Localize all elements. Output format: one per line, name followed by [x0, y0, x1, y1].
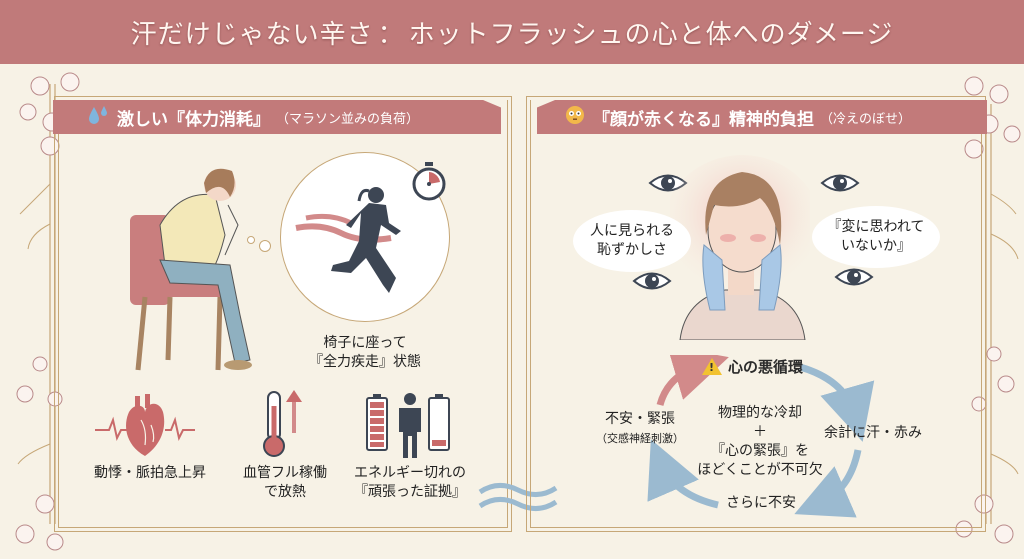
cycle-node-more-anxiety: さらに不安 — [706, 494, 816, 513]
eye-icon — [632, 272, 672, 290]
cycle-node-bottom-text: さらに不安 — [726, 495, 796, 511]
page-title: 汗だけじゃない辛さ：ホットフラッシュの心と体へのダメージ — [131, 14, 894, 51]
thought-bubble — [280, 152, 450, 322]
flushed-face-icon — [565, 105, 585, 130]
panel-mental-burden: 『顔が赤くなる』精神的負担 （冷えのぼせ） — [526, 96, 987, 532]
cycle-center-line1: 物理的な冷却 — [718, 405, 802, 421]
seated-tired-woman-illustration — [130, 168, 252, 371]
cycle-center-plus: ＋ — [753, 424, 767, 440]
cycle-node-anxiety-tension: 不安・緊張 （交感神経刺激） — [585, 410, 695, 448]
wave-divider-icon — [478, 483, 558, 511]
cycle-arrows-icon — [647, 355, 875, 518]
panel-header-physical: 激しい『体力消耗』 （マラソン並みの負荷） — [53, 100, 501, 134]
item-energy-caption: エネルギー切れの 『頑張った証拠』 — [345, 464, 475, 502]
cycle-center-line3: ほどくことが不可欠 — [697, 462, 823, 478]
item-energy-line1: エネルギー切れの — [354, 465, 466, 481]
warning-mark: ! — [709, 361, 715, 374]
panel-header-title: 『顔が赤くなる』精神的負担 — [593, 109, 814, 130]
panel-header-subtitle: （マラソン並みの負荷） — [276, 111, 420, 127]
item-vessel-line2: で放熱 — [264, 484, 306, 500]
bubble-left-line2: 恥ずかしさ — [597, 242, 667, 258]
running-woman-icon — [295, 187, 401, 293]
title-bar: 汗だけじゃない辛さ：ホットフラッシュの心と体へのダメージ — [0, 0, 1024, 64]
bubble-left-line1: 人に見られる — [590, 223, 674, 239]
cycle-node-left-subtext: （交感神経刺激） — [596, 432, 684, 445]
cycle-title-text: 心の悪循環 — [728, 358, 804, 376]
stopwatch-icon — [412, 162, 446, 201]
item-heart-caption: 動悸・脈拍急上昇 — [80, 464, 220, 483]
bubble-caption: 椅子に座って 『全力疾走』状態 — [295, 334, 435, 372]
item-vessel-line1: 血管フル稼働 — [243, 465, 327, 481]
cycle-node-right-text: 余計に汗・赤み — [824, 425, 922, 441]
item-heart-line1: 動悸・脈拍急上昇 — [94, 465, 206, 481]
panel-physical-exhaustion: 激しい『体力消耗』 （マラソン並みの負荷） — [53, 96, 512, 532]
panel-header-title: 激しい『体力消耗』 — [117, 109, 270, 130]
bubble-caption-line2: 『全力疾走』状態 — [309, 354, 421, 370]
speech-bubble-embarrassment: 人に見られる 恥ずかしさ — [573, 210, 691, 272]
cycle-center-line2: 『心の緊張』を — [711, 443, 809, 459]
cycle-node-sweat-redness: 余計に汗・赤み — [818, 424, 928, 443]
bubble-right-line1: 『変に思われて — [827, 219, 925, 235]
floral-border-right-icon — [955, 76, 1021, 544]
item-energy-line2: 『頑張った証拠』 — [354, 484, 466, 500]
cycle-node-left-text: 不安・緊張 — [605, 411, 675, 427]
cycle-center-text: 物理的な冷却 ＋ 『心の緊張』を ほどくことが不可欠 — [690, 404, 830, 480]
item-vessel-caption: 血管フル稼働 で放熱 — [230, 464, 340, 502]
water-drops-icon — [87, 105, 109, 130]
heart-pulse-icon — [95, 394, 195, 456]
warning-icon: ! — [702, 358, 722, 375]
eye-icon — [834, 268, 874, 286]
cycle-title: ! 心の悪循環 — [702, 356, 803, 377]
panel-header-mental: 『顔が赤くなる』精神的負担 （冷えのぼせ） — [537, 100, 987, 134]
bubble-right-line2: いないか』 — [840, 238, 911, 254]
flushed-woman-illustration — [670, 155, 810, 340]
title-left: 汗だけじゃない辛さ — [130, 19, 374, 50]
thermometer-rising-icon — [263, 390, 302, 457]
thought-dot-small — [247, 236, 255, 244]
bubble-caption-line1: 椅子に座って — [323, 335, 407, 351]
eye-icon — [820, 174, 860, 192]
panel-header-subtitle: （冷えのぼせ） — [820, 111, 912, 127]
title-colon: ： — [377, 19, 405, 50]
battery-drained-icon — [366, 393, 450, 458]
speech-bubble-worry: 『変に思われて いないか』 — [812, 206, 940, 268]
thought-dot-medium — [259, 240, 271, 252]
title-right: ホットフラッシュの心と体へのダメージ — [408, 19, 894, 50]
